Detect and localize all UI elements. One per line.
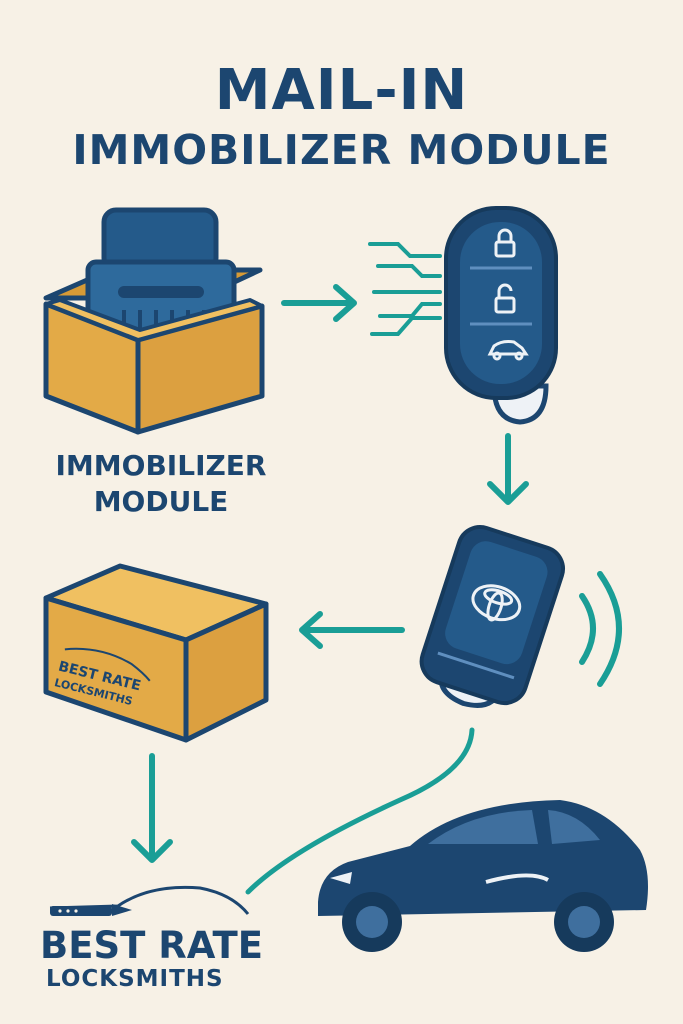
signal-waves-icon [579,571,622,687]
brand-name-line2: LOCKSMITHS [46,966,224,992]
toyota-logo-icon [471,584,522,622]
data-signal-lines [368,242,442,336]
unlock-icon [494,283,516,314]
car-silhouette-icon [318,800,648,952]
arrow-right-icon [281,284,357,322]
car-icon [487,340,529,361]
shipping-box-icon: BEST RATE LOCKSMITHS [43,563,269,743]
key-fob-icon [444,206,558,425]
page-subtitle: IMMOBILIZER MODULE [72,126,611,174]
smart-key-icon [419,525,565,708]
module-label: IMMOBILIZER MODULE [36,448,286,520]
open-box-icon [43,298,265,435]
module-label-line2: MODULE [93,485,229,518]
arrow-down-icon [131,753,173,863]
connection-curve [245,727,475,895]
brand-name-line1: BEST RATE [40,924,264,967]
brand-logo: BEST RATE LOCKSMITHS [40,924,264,993]
boxed-module-illustration [43,207,265,435]
page-title: MAIL-IN [214,58,469,123]
arrow-left-icon [299,611,405,649]
lock-icon [494,228,516,258]
brand-logo-swoosh [49,885,250,916]
arrow-down-icon [487,433,529,505]
module-label-line1: IMMOBILIZER [55,449,267,482]
